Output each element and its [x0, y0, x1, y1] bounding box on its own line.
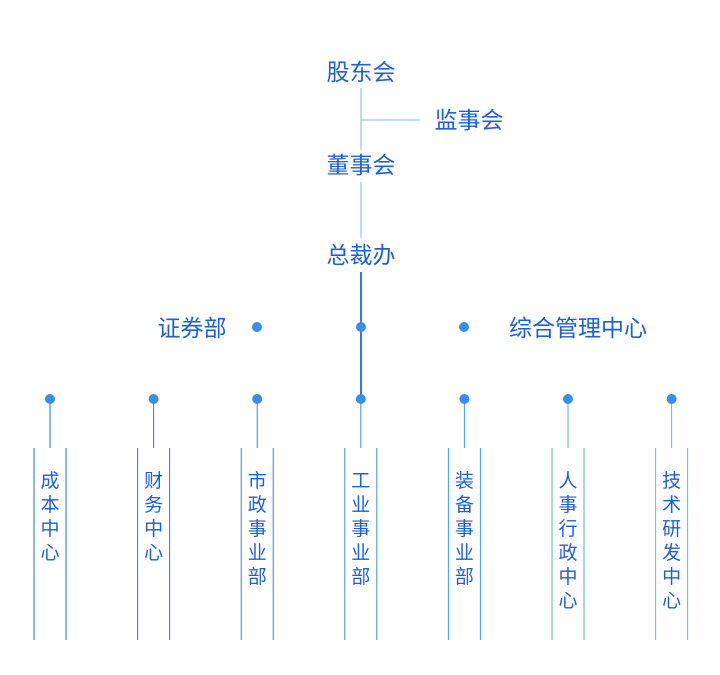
- department-column: 装备事业部: [447, 394, 481, 640]
- department-column: 技术研发中心: [655, 394, 689, 640]
- department-column: 财务中心: [137, 394, 171, 640]
- department-column: 人事行政中心: [551, 394, 585, 640]
- department-columns: 成本中心 财务中心 市政事业部 工业事业部 装备事业部 人事行政中心 技术研发中心: [33, 394, 689, 640]
- node-dot-left: [252, 322, 262, 332]
- department-node-dot: [563, 394, 573, 404]
- department-label: 装备事业部: [455, 470, 474, 588]
- department-node-dot: [45, 394, 55, 404]
- shareholders-label: 股东会: [327, 60, 396, 86]
- department-node-dot: [666, 394, 677, 404]
- department-label: 市政事业部: [248, 470, 267, 588]
- department-node-dot: [252, 394, 263, 404]
- node-dot-right: [459, 322, 469, 332]
- department-label: 人事行政中心: [558, 470, 577, 612]
- general-management-label: 综合管理中心: [509, 316, 647, 342]
- department-node-dot: [355, 394, 366, 404]
- board-label: 董事会: [327, 153, 396, 179]
- node-dot-center: [356, 322, 366, 332]
- department-label: 成本中心: [40, 470, 59, 564]
- department-label: 技术研发中心: [662, 470, 681, 612]
- department-label: 财务中心: [144, 470, 163, 564]
- securities-dept-label: 证券部: [158, 316, 227, 342]
- department-column: 市政事业部: [240, 394, 274, 640]
- supervisors-label: 监事会: [435, 108, 504, 134]
- department-label: 工业事业部: [351, 470, 370, 588]
- department-node-dot: [148, 394, 159, 404]
- president-office-label: 总裁办: [327, 243, 396, 269]
- department-node-dot: [459, 394, 470, 404]
- department-column: 工业事业部: [344, 394, 378, 640]
- department-column: 成本中心: [33, 394, 67, 640]
